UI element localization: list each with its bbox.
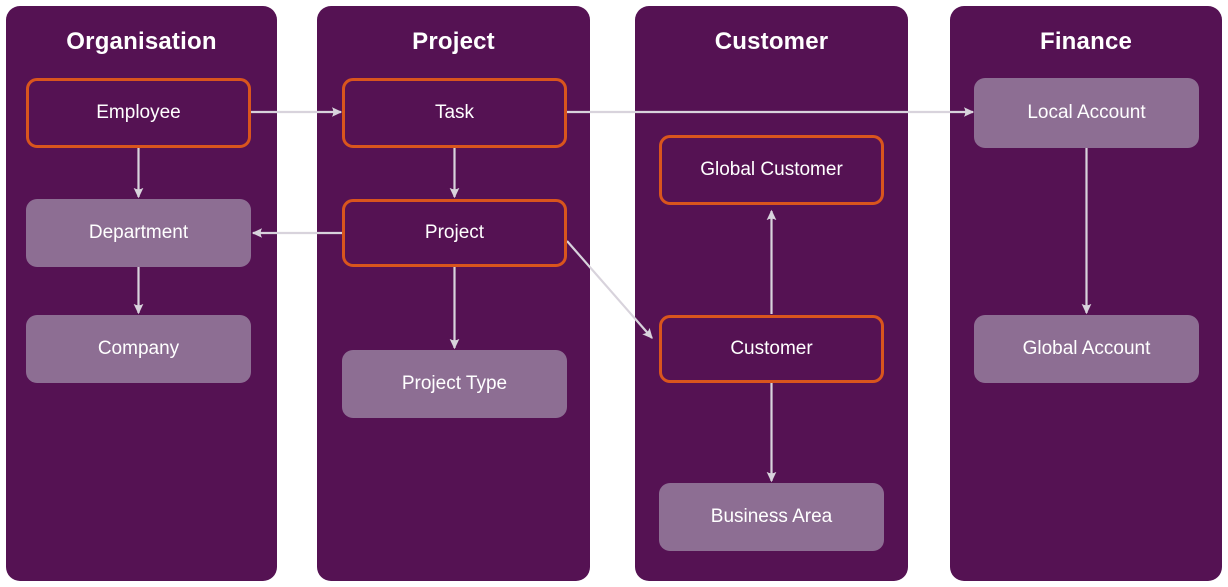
node-label-employee: Employee (96, 101, 181, 123)
node-label-business-area: Business Area (710, 505, 833, 527)
panel-organisation: Organisation (6, 6, 277, 581)
node-project[interactable]: Project (342, 199, 567, 267)
node-label-project: Project (424, 221, 485, 243)
panel-title-organisation: Organisation (66, 28, 217, 55)
node-label-company: Company (97, 337, 180, 359)
node-label-local-account: Local Account (1027, 101, 1146, 123)
node-employee[interactable]: Employee (26, 78, 251, 148)
node-label-task: Task (434, 101, 475, 123)
node-customer[interactable]: Customer (659, 315, 884, 383)
node-label-project-type: Project Type (401, 372, 508, 394)
node-label-global-account: Global Account (1022, 337, 1151, 359)
node-global-account[interactable]: Global Account (974, 315, 1199, 383)
panel-title-project: Project (412, 28, 495, 55)
node-business-area[interactable]: Business Area (659, 483, 884, 551)
node-department[interactable]: Department (26, 199, 251, 267)
node-label-customer: Customer (730, 337, 813, 359)
node-local-account[interactable]: Local Account (974, 78, 1199, 148)
node-project-type[interactable]: Project Type (342, 350, 567, 418)
node-global-customer[interactable]: Global Customer (659, 135, 884, 205)
node-label-global-customer: Global Customer (700, 158, 843, 180)
panel-title-customer: Customer (714, 28, 829, 55)
node-task[interactable]: Task (342, 78, 567, 148)
node-label-department: Department (88, 221, 189, 243)
panel-project: Project (317, 6, 590, 581)
node-company[interactable]: Company (26, 315, 251, 383)
panel-title-finance: Finance (1039, 28, 1133, 55)
